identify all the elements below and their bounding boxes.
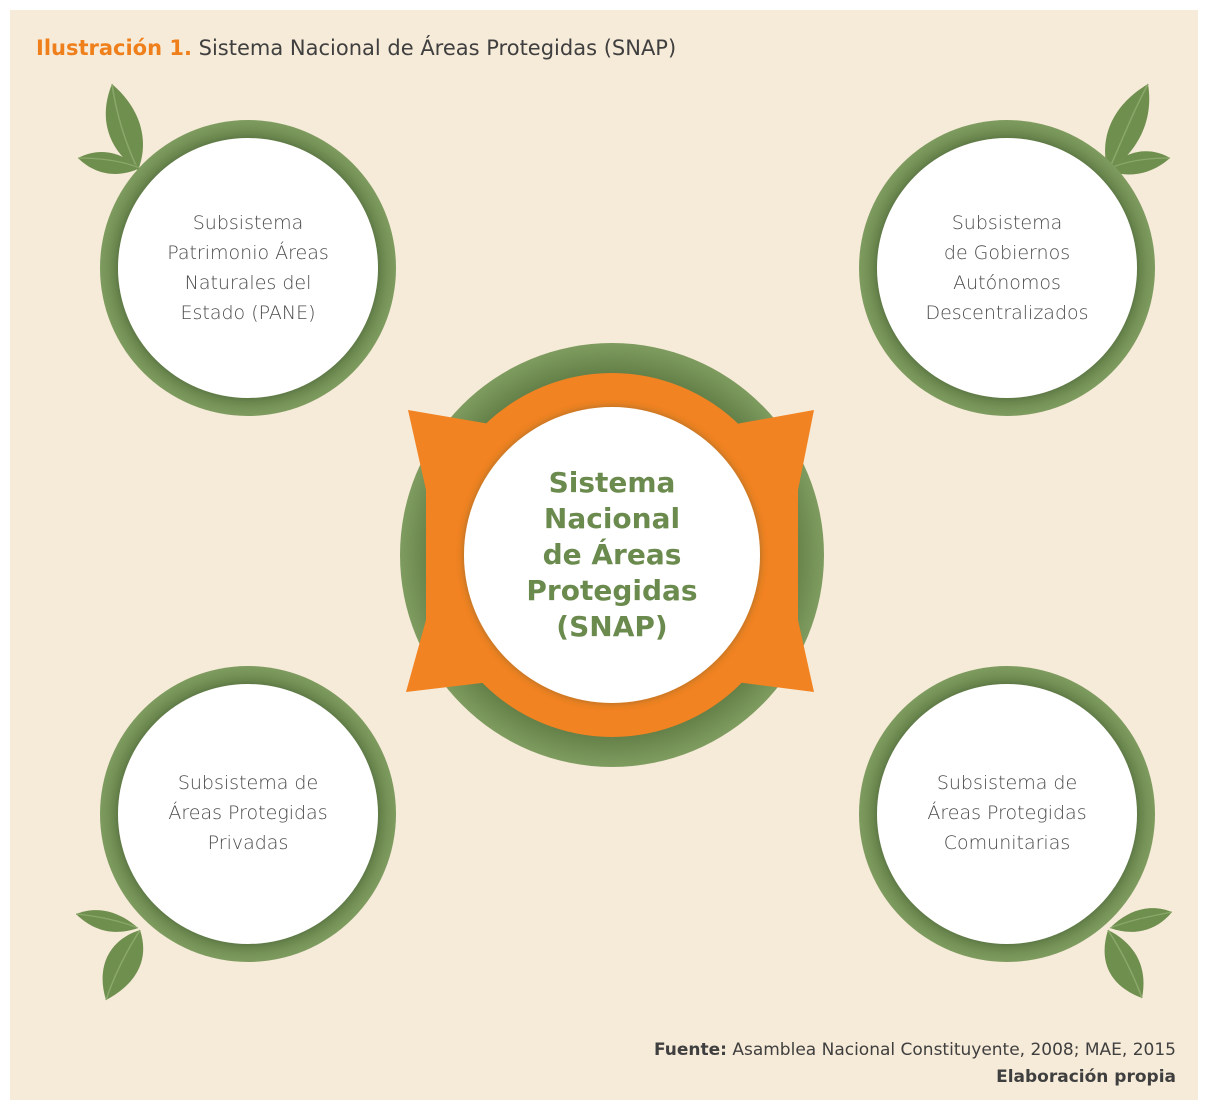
center-label-line: Sistema xyxy=(548,466,676,499)
label-line: Autónomos xyxy=(953,272,1061,294)
leaf-icon-bottom-right xyxy=(1104,908,1173,999)
label-line: de Gobiernos xyxy=(943,242,1071,264)
source-label: Fuente: xyxy=(653,1040,727,1060)
label-line: Comunitarias xyxy=(943,832,1071,854)
center-label-line: Protegidas xyxy=(526,574,698,607)
subsystem-circle-pane xyxy=(100,120,396,416)
label-line: Áreas Protegidas xyxy=(168,802,328,824)
source-line: Fuente: Asamblea Nacional Constituyente,… xyxy=(654,1037,1176,1064)
subsystem-label-privadas: Subsistema de Áreas Protegidas Privadas xyxy=(143,768,353,858)
leaf-icon-top-left xyxy=(77,83,143,174)
label-line: Subsistema de xyxy=(177,772,319,794)
subsystem-circle-gad xyxy=(859,120,1155,416)
label-line: Privadas xyxy=(207,832,289,854)
label-line: Subsistema xyxy=(951,212,1063,234)
subsystem-label-pane: Subsistema Patrimonio Áreas Naturales de… xyxy=(143,208,353,328)
source-footer: Fuente: Asamblea Nacional Constituyente,… xyxy=(654,1037,1176,1091)
source-text: Asamblea Nacional Constituyente, 2008; M… xyxy=(732,1040,1176,1060)
leaf-icon-top-right xyxy=(1105,83,1171,175)
leaf-icon-bottom-left xyxy=(75,910,144,1001)
center-label-line: Nacional xyxy=(543,502,681,535)
label-line: Subsistema de xyxy=(936,772,1078,794)
label-line: Estado (PANE) xyxy=(180,302,316,324)
figure-title-text: Sistema Nacional de Áreas Protegidas (SN… xyxy=(198,36,677,60)
center-label-line: de Áreas xyxy=(542,538,682,571)
subsystem-label-comunitarias: Subsistema de Áreas Protegidas Comunitar… xyxy=(902,768,1112,858)
label-line: Subsistema xyxy=(192,212,304,234)
credit-text: Elaboración propia xyxy=(996,1067,1176,1087)
label-line: Patrimonio Áreas xyxy=(167,242,329,264)
subsystem-label-gad: Subsistema de Gobiernos Autónomos Descen… xyxy=(902,208,1112,328)
subsystem-circle-comunitarias xyxy=(859,666,1155,962)
snap-center-label: Sistema Nacional de Áreas Protegidas (SN… xyxy=(484,465,740,645)
subsystem-circle-privadas xyxy=(100,666,396,962)
figure-title: Ilustración 1. Sistema Nacional de Áreas… xyxy=(36,34,676,62)
figure-title-prefix: Ilustración 1. xyxy=(36,36,192,60)
label-line: Naturales del xyxy=(184,272,312,294)
credit-line: Elaboración propia xyxy=(654,1064,1176,1091)
center-label-line: (SNAP) xyxy=(556,610,668,643)
snap-center-emblem xyxy=(400,343,824,767)
label-line: Descentralizados xyxy=(925,302,1089,324)
label-line: Áreas Protegidas xyxy=(927,802,1087,824)
